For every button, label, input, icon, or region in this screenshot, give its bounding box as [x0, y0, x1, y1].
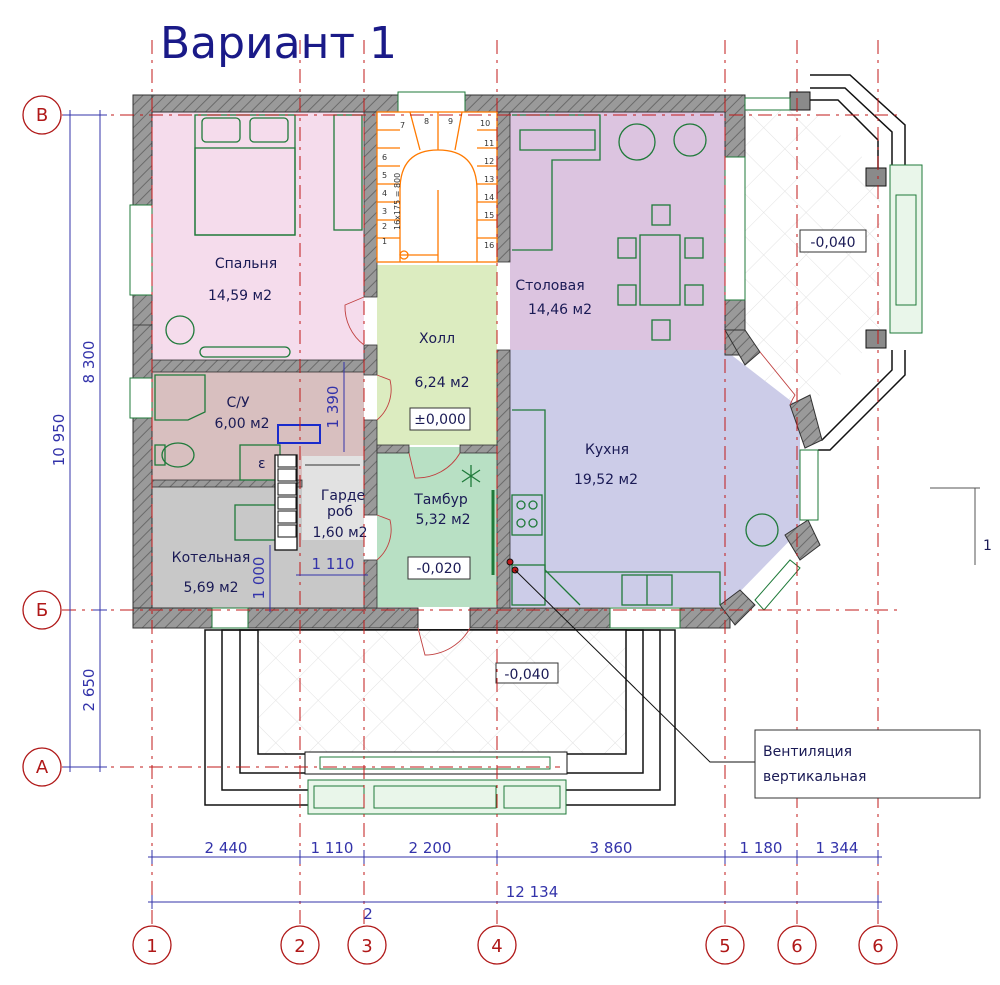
axis-lines	[62, 40, 900, 925]
axis-col-3: 3	[361, 936, 372, 957]
dimension-total: 12 134	[506, 883, 559, 901]
dimension-labels-bottom: 2 440 1 110 2 200 3 860 1 180 1 344 12 1…	[205, 839, 859, 923]
svg-text:1 110: 1 110	[311, 839, 354, 857]
bathroom-area: 6,00 м2	[214, 416, 269, 432]
svg-text:Вентиляция: Вентиляция	[763, 744, 852, 760]
wardrobe-name-2: роб	[327, 504, 353, 520]
kitchen-area: 19,52 м2	[574, 472, 638, 488]
svg-text:12: 12	[484, 157, 494, 166]
ventilation-callout: Вентиляция вертикальная	[514, 569, 981, 799]
boiler-name: Котельная	[172, 550, 251, 566]
svg-text:7: 7	[400, 121, 405, 130]
bathroom-name: С/У	[226, 395, 249, 411]
svg-text:10: 10	[480, 119, 490, 128]
svg-text:8: 8	[424, 117, 429, 126]
doors	[344, 296, 796, 656]
svg-text:9: 9	[448, 117, 453, 126]
vestibule-area: 5,32 м2	[415, 512, 470, 528]
svg-text:1 000: 1 000	[250, 557, 268, 600]
svg-text:10 950: 10 950	[50, 414, 68, 467]
porch-level: -0,040	[504, 667, 549, 683]
svg-text:6: 6	[382, 153, 387, 162]
porch: -0,040	[204, 629, 676, 815]
svg-text:2 200: 2 200	[409, 839, 452, 857]
boiler-area: 5,69 м2	[183, 580, 238, 596]
svg-text:1 180: 1 180	[740, 839, 783, 857]
axis-row-b: Б	[36, 600, 48, 621]
dining-name: Столовая	[515, 278, 584, 294]
dimension-labels-left: 10 950 8 300 2 650	[50, 341, 98, 712]
svg-text:13: 13	[484, 175, 494, 184]
hall-name: Холл	[419, 331, 455, 347]
section-mark: 1	[930, 487, 992, 565]
svg-text:1: 1	[983, 538, 992, 554]
dimension-total-mark: 2	[363, 905, 373, 923]
axis-col-4: 4	[491, 936, 502, 957]
svg-text:1 110: 1 110	[312, 555, 355, 573]
dining-area: 14,46 м2	[528, 302, 592, 318]
svg-text:16: 16	[484, 241, 494, 250]
vestibule-name: Тамбур	[413, 492, 468, 508]
svg-text:2 440: 2 440	[205, 839, 248, 857]
stair-step-numbers: 1 2 3 4 5 6 7 8 9 10 11 12 13 14 15 16 1…	[382, 117, 494, 250]
svg-text:1 344: 1 344	[816, 839, 859, 857]
bedroom-area: 14,59 м2	[208, 288, 272, 304]
ventilation	[277, 454, 519, 574]
axis-col-markers: 1 2 3 4 5 6 6	[132, 925, 898, 965]
svg-text:2: 2	[382, 222, 387, 231]
axis-row-a: А	[36, 757, 49, 778]
svg-text:5: 5	[382, 171, 387, 180]
stairs	[376, 111, 498, 263]
svg-text:8 300: 8 300	[80, 341, 98, 384]
dining-fill	[510, 112, 725, 350]
bedroom-fill	[152, 112, 364, 360]
bedroom-name: Спальня	[215, 256, 277, 272]
svg-text:14: 14	[484, 193, 494, 202]
vestibule-level: -0,020	[416, 561, 461, 577]
kitchen-name: Кухня	[585, 442, 629, 458]
room-labels: Спальня 14,59 м2 С/У 6,00 м2 Котельная 5…	[172, 256, 638, 596]
stair-label: 16x175 = 800	[393, 173, 402, 230]
axis-col-2: 2	[294, 936, 305, 957]
hall-area: 6,24 м2	[414, 375, 469, 391]
kitchen-fill	[510, 350, 800, 607]
hall-level: ±0,000	[414, 412, 466, 428]
axis-col-6b: 6	[872, 936, 883, 957]
axis-col-1: 1	[146, 936, 157, 957]
svg-text:4: 4	[382, 189, 387, 198]
terrace-level: -0,040	[810, 235, 855, 251]
wardrobe-area: 1,60 м2	[312, 525, 367, 541]
svg-text:3: 3	[382, 207, 387, 216]
svg-text:вертикальная: вертикальная	[763, 769, 866, 785]
windows	[129, 91, 819, 629]
svg-text:11: 11	[484, 139, 494, 148]
axis-row-markers: В Б А	[22, 95, 62, 787]
inner-dimensions: 1 390 1 110 1 000	[250, 362, 368, 612]
wardrobe-fill	[302, 456, 364, 540]
svg-text:1 390: 1 390	[324, 386, 342, 429]
boiler-fill-2	[302, 540, 364, 608]
boiler-mark: ε	[258, 456, 266, 472]
svg-text:15: 15	[484, 211, 494, 220]
svg-text:1: 1	[382, 237, 387, 246]
page-title: Вариант 1	[160, 18, 397, 69]
axis-col-6a: 6	[791, 936, 802, 957]
svg-text:2 650: 2 650	[80, 669, 98, 712]
svg-text:3 860: 3 860	[590, 839, 633, 857]
dimension-lines-left	[63, 110, 107, 772]
axis-col-5: 5	[719, 936, 730, 957]
dimension-lines-bottom	[148, 850, 882, 909]
terrace: -0,040	[745, 74, 923, 451]
wardrobe-name-1: Гарде	[321, 488, 365, 504]
axis-row-v: В	[36, 105, 48, 126]
